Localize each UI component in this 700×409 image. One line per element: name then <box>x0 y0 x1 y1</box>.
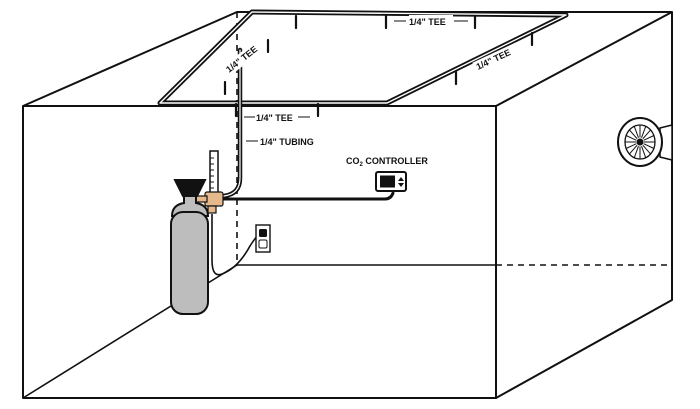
tee-label-top-center: 1/4" TEE <box>409 17 446 27</box>
wall-outlet <box>255 224 271 253</box>
fan-blade <box>642 144 651 155</box>
outlet-socket-bottom <box>258 239 268 249</box>
flow-meter-tube <box>209 150 219 194</box>
tee-drops <box>223 14 534 118</box>
fan-blade <box>629 144 638 155</box>
exhaust-fan <box>617 117 673 167</box>
supply-tube-vertical-inner <box>215 49 241 198</box>
supply-tubing <box>213 47 395 201</box>
fan-blade <box>625 143 637 149</box>
co2-controller <box>375 171 407 192</box>
co2-controller-label: CO2 CONTROLLER <box>346 156 428 168</box>
tee-label-bottom: 1/4" TEE <box>256 113 293 123</box>
room-top-edges <box>22 11 673 107</box>
controller-tube <box>220 191 395 201</box>
fan-blade <box>629 129 638 140</box>
fan-blade <box>625 135 637 141</box>
regulator-body <box>204 191 224 207</box>
fan-blade <box>641 126 647 139</box>
fan-blade <box>641 145 647 158</box>
cylinder-neck <box>170 195 210 217</box>
co2-cylinder-icon <box>170 179 210 315</box>
tubing-label: 1/4" TUBING <box>260 137 314 147</box>
labels: 1/4" TEE 1/4" TEE 1/4" TEE 1/4" TEE 1/4"… <box>221 15 521 168</box>
controller-down-arrow <box>398 183 404 187</box>
outlet-socket-top <box>259 229 267 237</box>
controller-screen <box>380 175 395 188</box>
room-box <box>22 11 673 399</box>
leader-lines <box>244 20 468 142</box>
fan-blade <box>643 135 655 141</box>
fan-blades <box>625 125 655 159</box>
regulator-knob <box>207 205 217 214</box>
cylinder-valve-cap <box>173 179 207 197</box>
controller-up-arrow <box>398 177 404 181</box>
fan-blade <box>643 143 655 149</box>
flow-meter <box>209 150 219 194</box>
room-hidden-edges <box>22 12 672 399</box>
fan-blade <box>642 129 651 140</box>
fan-hub <box>636 138 644 146</box>
fan-blade <box>633 145 639 158</box>
room-right-wall <box>495 12 673 399</box>
ceiling-tubing-loop <box>157 9 569 106</box>
tubing-loop-inner <box>159 11 567 104</box>
fan-blade <box>633 126 639 139</box>
cylinder-body <box>170 211 209 315</box>
